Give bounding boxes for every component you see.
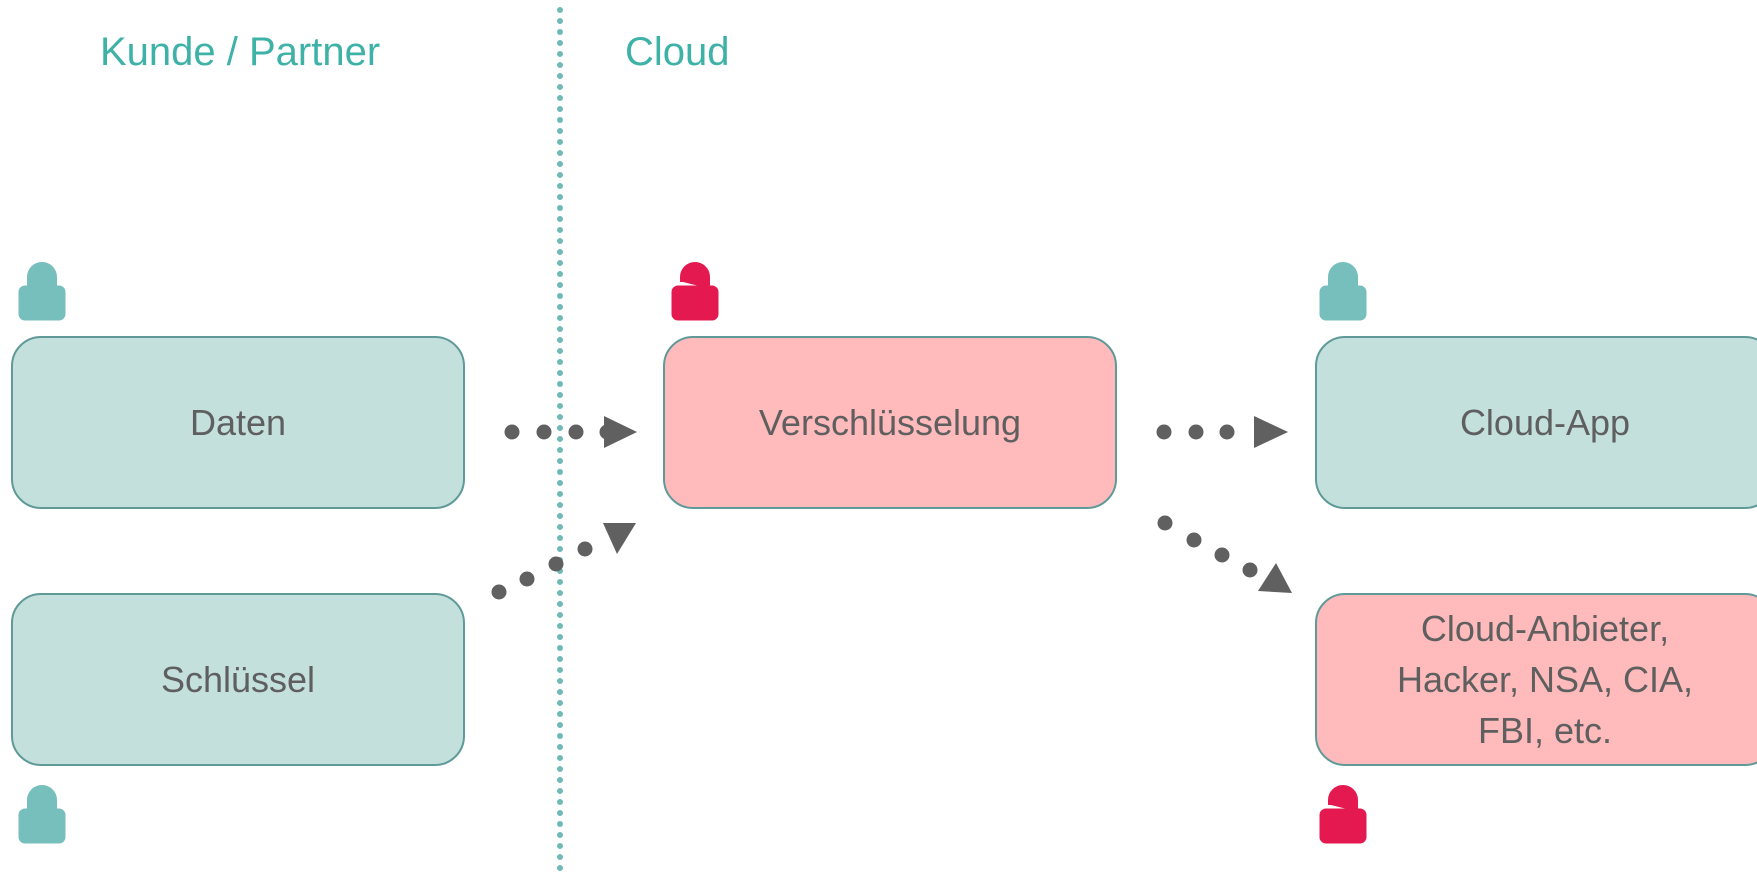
locked-padlock-icon — [18, 262, 66, 321]
arrow-schluessel-to-verschluesselung — [491, 523, 636, 600]
box-schluessel: Schlüssel — [11, 593, 465, 766]
arrow-verschluesselung-to-cloud-app — [1156, 416, 1288, 448]
arrow-verschluesselung-to-anbieter — [1157, 515, 1292, 593]
box-cloud-app: Cloud-App — [1315, 336, 1757, 509]
unlocked-padlock-icon — [671, 262, 719, 321]
unlocked-padlock-icon — [1319, 785, 1367, 844]
zone-label-customer: Kunde / Partner — [100, 30, 381, 74]
box-verschluesselung: Verschlüsselung — [663, 336, 1117, 509]
zone-label-cloud: Cloud — [625, 30, 730, 74]
arrow-daten-to-verschluesselung — [504, 416, 637, 448]
locked-padlock-icon — [18, 785, 66, 844]
box-daten: Daten — [11, 336, 465, 509]
box-cloud-anbieter: Cloud-Anbieter, Hacker, NSA, CIA, FBI, e… — [1315, 593, 1757, 766]
locked-padlock-icon — [1319, 262, 1367, 321]
